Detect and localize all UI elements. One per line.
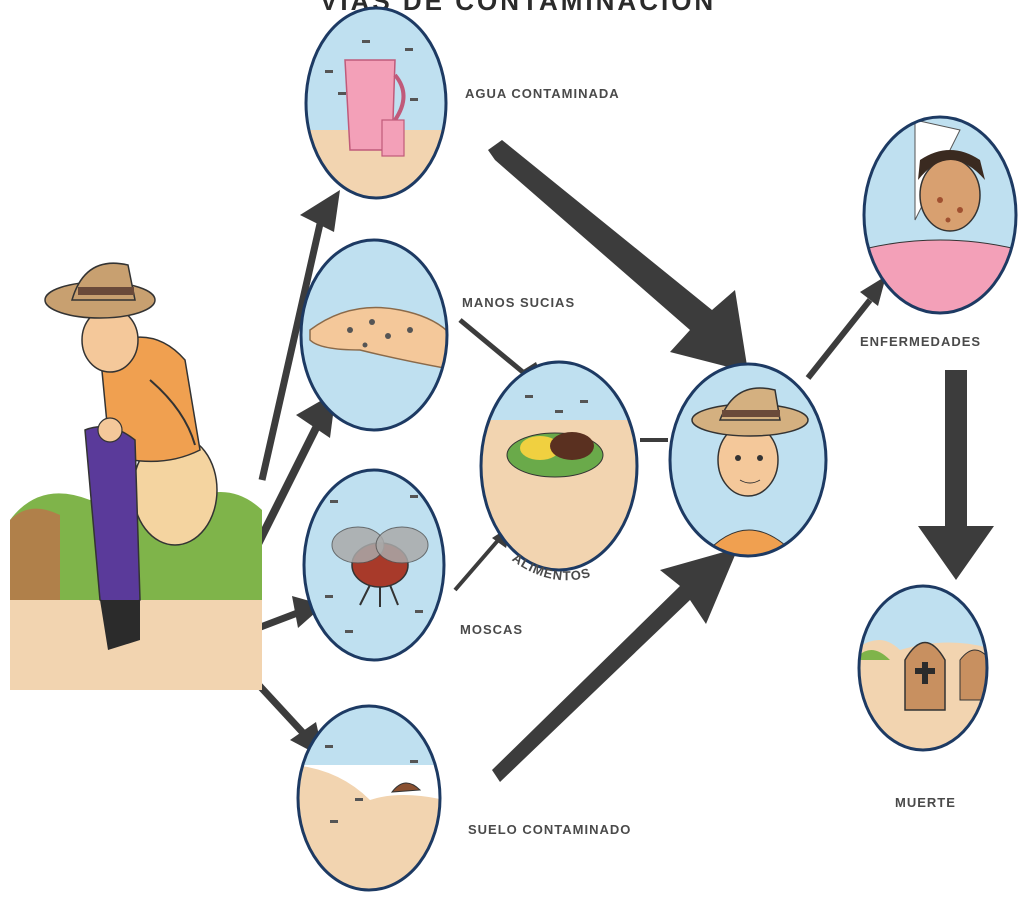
arrow-suelo-to-persona: [492, 548, 738, 782]
person-defecating-illustration: [10, 263, 262, 690]
circle-moscas: [300, 465, 450, 665]
label-muerte: MUERTE: [895, 795, 956, 810]
circle-enfermedades: [860, 115, 1020, 315]
label-agua-contaminada: AGUA CONTAMINADA: [465, 86, 620, 101]
arrow-agua-to-persona: [488, 140, 748, 372]
arrow-persona-to-enfermedades: [808, 276, 886, 378]
circle-persona: [670, 360, 830, 560]
circle-alimentos: [480, 360, 640, 580]
circle-suelo-contaminado: [295, 705, 445, 895]
circle-agua-contaminada: [300, 0, 460, 210]
label-manos-sucias: MANOS SUCIAS: [462, 295, 575, 310]
circle-muerte: [855, 585, 995, 755]
label-enfermedades: ENFERMEDADES: [860, 334, 981, 349]
arrow-enfermedades-to-muerte: [918, 370, 994, 580]
label-suelo-contaminado: SUELO CONTAMINADO: [468, 822, 631, 837]
label-moscas: MOSCAS: [460, 622, 523, 637]
